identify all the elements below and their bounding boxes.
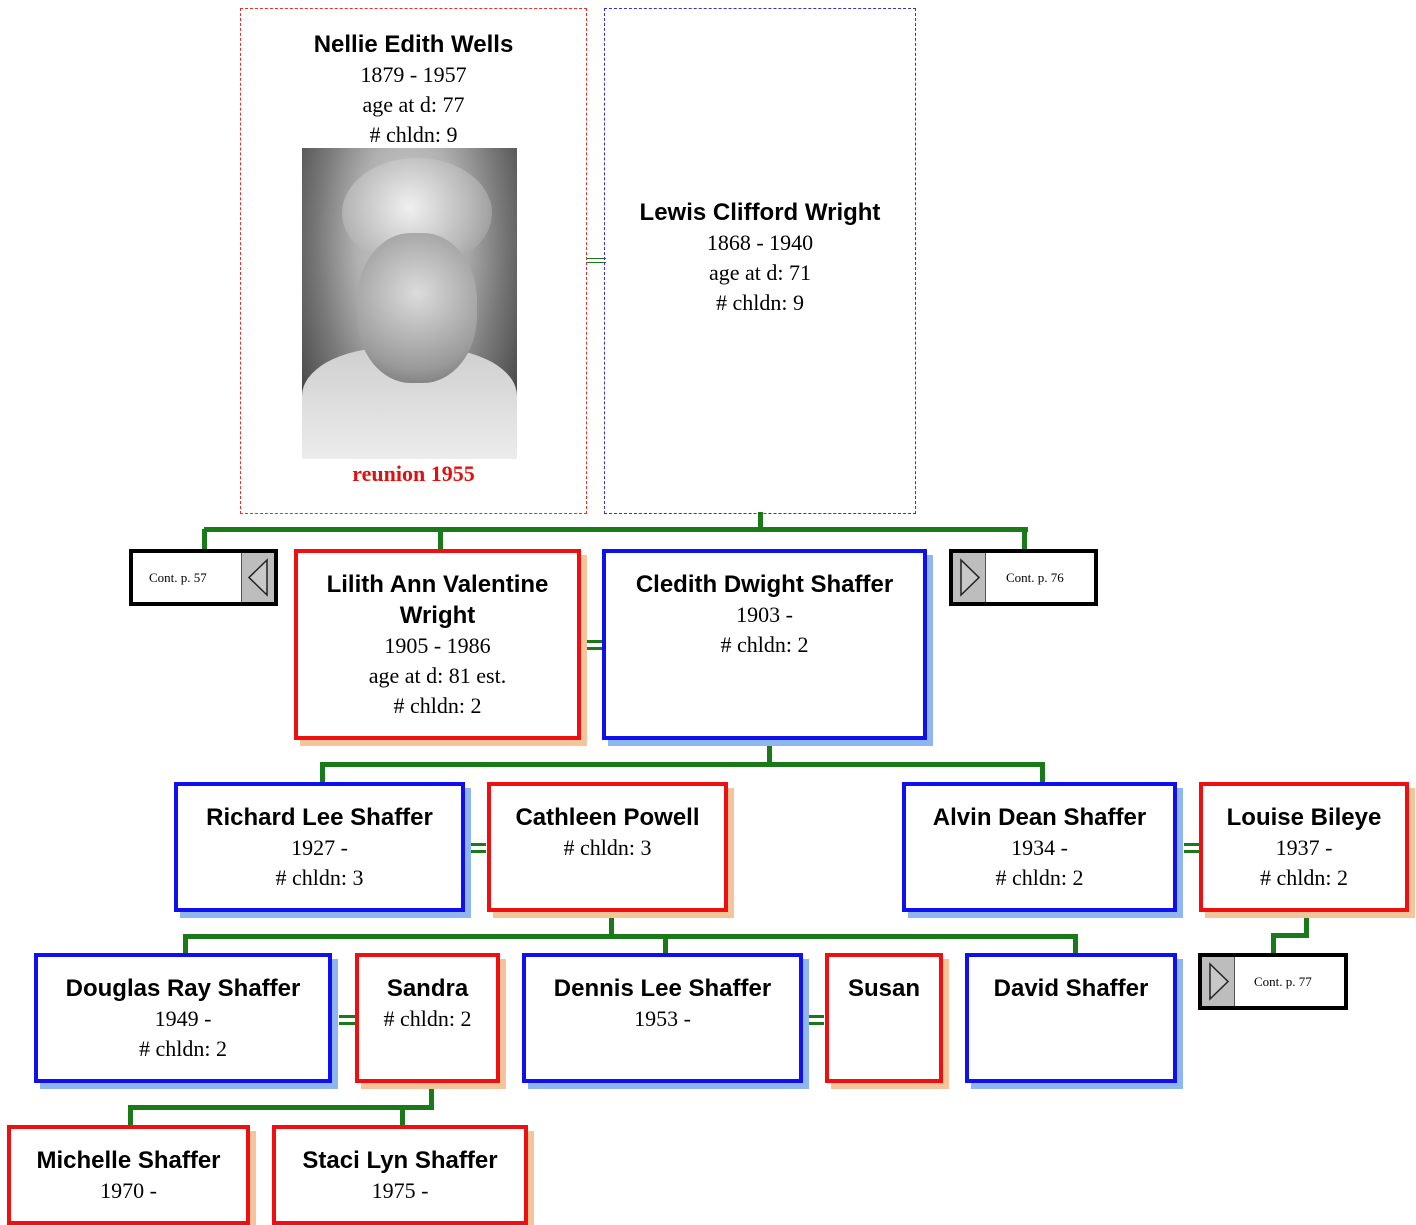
person-name: Nellie Edith Wells: [313, 31, 514, 58]
person-name: Louise Bileye: [1226, 804, 1382, 831]
person-years: 1953 -: [634, 1006, 691, 1031]
person-children-count: # chldn: 2: [393, 693, 482, 718]
person-children-count: # chldn: 3: [275, 865, 364, 890]
person-children-count: # chldn: 2: [1260, 865, 1348, 890]
person-years: 1927 -: [291, 835, 348, 860]
person-age-at-death: age at d: 81 est.: [368, 663, 507, 688]
person-name: David Shaffer: [993, 975, 1149, 1002]
person-card-staci-lyn-shaffer[interactable]: Staci Lyn Shaffer 1975 -: [272, 1125, 528, 1225]
person-years: 1949 -: [154, 1006, 212, 1031]
connector-line: [400, 1105, 405, 1127]
connector-line: [1040, 762, 1045, 784]
connector-line: [320, 762, 1044, 767]
person-card-dennis-lee-shaffer[interactable]: Dennis Lee Shaffer 1953 -: [522, 953, 803, 1083]
connector-line: [1271, 933, 1276, 955]
connector-line: [1022, 529, 1027, 551]
connector-line: [183, 934, 1078, 939]
connector-line: [429, 1085, 434, 1109]
person-name: Alvin Dean Shaffer: [932, 804, 1147, 831]
person-years: 1905 - 1986: [384, 633, 491, 658]
person-name: Dennis Lee Shaffer: [553, 975, 772, 1002]
person-card-lilith-ann-valentine-wright[interactable]: Lilith Ann Valentine Wright 1905 - 1986 …: [294, 549, 581, 740]
connector-line: [320, 762, 325, 784]
connector-line: [128, 1105, 133, 1127]
photo-caption: reunion 1955: [352, 461, 475, 486]
person-card-alvin-dean-shaffer[interactable]: Alvin Dean Shaffer 1934 - # chldn: 2: [902, 782, 1177, 912]
arrow-right-icon[interactable]: [1202, 957, 1235, 1006]
person-card-nellie-edith-wells[interactable]: Nellie Edith Wells 1879 - 1957 age at d:…: [240, 8, 587, 514]
person-card-louise-bileye[interactable]: Louise Bileye 1937 - # chldn: 2: [1199, 782, 1409, 912]
spouse-connector: [808, 1015, 824, 1025]
person-card-douglas-ray-shaffer[interactable]: Douglas Ray Shaffer 1949 - # chldn: 2: [34, 953, 332, 1083]
continuation-bileye[interactable]: Cont. p. 77: [1198, 953, 1348, 1010]
connector-line: [183, 934, 188, 956]
spouse-connector: [470, 843, 486, 853]
person-card-lewis-clifford-wright[interactable]: Lewis Clifford Wright 1868 - 1940 age at…: [604, 8, 916, 514]
person-card-sandra[interactable]: Sandra # chldn: 2: [355, 953, 500, 1083]
person-children-count: # chldn: 9: [369, 122, 458, 147]
person-name: Sandra: [386, 975, 469, 1002]
spouse-connector: [1184, 843, 1200, 853]
person-name: Lilith Ann Valentine Wright: [326, 571, 549, 629]
person-children-count: # chldn: 2: [139, 1036, 227, 1061]
connector-line: [204, 527, 1028, 532]
person-name: Michelle Shaffer: [36, 1147, 221, 1174]
continuation-label: Cont. p. 76: [1006, 570, 1064, 585]
arrow-right-icon[interactable]: [953, 553, 986, 602]
continuation-right[interactable]: Cont. p. 76: [949, 549, 1098, 606]
connector-line: [758, 512, 763, 530]
person-card-richard-lee-shaffer[interactable]: Richard Lee Shaffer 1927 - # chldn: 3: [174, 782, 465, 912]
person-card-michelle-shaffer[interactable]: Michelle Shaffer 1970 -: [7, 1125, 250, 1225]
person-card-cledith-dwight-shaffer[interactable]: Cledith Dwight Shaffer 1903 - # chldn: 2: [602, 549, 927, 740]
portrait-photo: [302, 148, 517, 459]
person-name: Cathleen Powell: [515, 804, 700, 831]
person-children-count: # chldn: 2: [383, 1006, 472, 1031]
connector-line: [767, 740, 772, 764]
person-years: 1937 -: [1275, 835, 1333, 860]
person-years: 1903 -: [736, 602, 793, 627]
connector-line: [609, 912, 614, 936]
connector-line: [128, 1105, 434, 1110]
connector-line: [663, 934, 668, 956]
person-years: 1868 - 1940: [706, 230, 814, 255]
person-card-susan[interactable]: Susan: [825, 953, 943, 1083]
person-children-count: # chldn: 2: [720, 632, 809, 657]
person-name: Staci Lyn Shaffer: [302, 1147, 498, 1174]
person-card-david-shaffer[interactable]: David Shaffer: [965, 953, 1177, 1083]
connector-line: [202, 529, 207, 551]
spouse-connector: [586, 258, 606, 263]
person-years: 1934 -: [1011, 835, 1068, 860]
continuation-label: Cont. p. 57: [149, 570, 207, 585]
person-years: 1970 -: [100, 1178, 157, 1203]
person-age-at-death: age at d: 71: [708, 260, 812, 285]
person-name: Lewis Clifford Wright: [639, 199, 881, 226]
person-name: Susan: [847, 975, 921, 1002]
person-card-cathleen-powell[interactable]: Cathleen Powell # chldn: 3: [487, 782, 728, 912]
connector-line: [1073, 934, 1078, 956]
connector-line: [1304, 912, 1309, 936]
person-name: Cledith Dwight Shaffer: [635, 571, 894, 598]
continuation-left[interactable]: Cont. p. 57: [129, 549, 278, 606]
person-years: 1879 - 1957: [360, 62, 467, 87]
person-age-at-death: age at d: 77: [362, 92, 465, 117]
connector-line: [1271, 933, 1309, 938]
spouse-connector: [586, 640, 602, 650]
person-children-count: # chldn: 2: [995, 865, 1084, 890]
person-children-count: # chldn: 9: [716, 290, 804, 315]
person-years: 1975 -: [371, 1178, 429, 1203]
person-children-count: # chldn: 3: [563, 835, 652, 860]
connector-line: [438, 529, 443, 551]
continuation-label: Cont. p. 77: [1254, 974, 1312, 989]
arrow-left-icon[interactable]: [241, 553, 274, 602]
person-name: Richard Lee Shaffer: [206, 804, 433, 831]
person-name: Douglas Ray Shaffer: [65, 975, 301, 1002]
spouse-connector: [339, 1015, 355, 1025]
